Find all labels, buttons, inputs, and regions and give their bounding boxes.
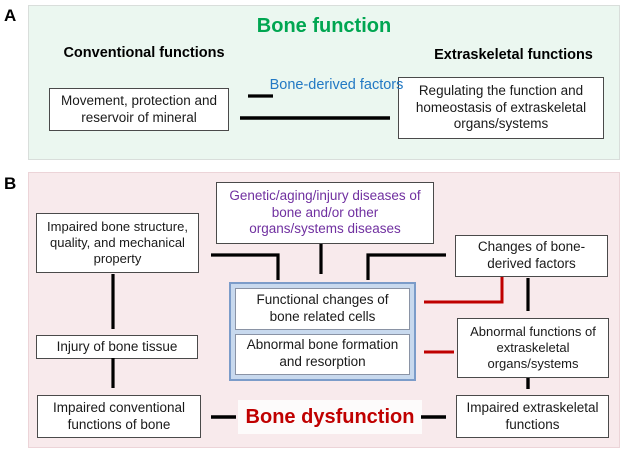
panel-a-label: A (4, 6, 17, 25)
abnormal-formation-box: Abnormal bone formation and resorption (235, 333, 410, 375)
changes-bone-derived-factors-box: Changes of bone-derived factors (455, 235, 608, 277)
injury-bone-tissue-box: Injury of bone tissue (36, 335, 198, 359)
movement-protection-box: Movement, protection and reservoir of mi… (49, 88, 229, 131)
abnormal-extraskeletal-functions-box: Abnormal functions of extraskeletal orga… (457, 318, 609, 378)
impaired-extraskeletal-box: Impaired extraskeletal functions (456, 395, 609, 438)
impaired-structure-box: Impaired bone structure, quality, and me… (36, 213, 199, 273)
bone-derived-factors-label: Bone-derived factors (269, 77, 404, 93)
functional-changes-box: Functional changes of bone related cells (235, 288, 410, 330)
bone-dysfunction-label: Bone dysfunction (238, 400, 422, 434)
regulating-homeostasis-box: Regulating the function and homeostasis … (398, 77, 604, 139)
panel-a-title: Bone function (256, 15, 392, 37)
bone-cells-container: Functional changes of bone related cells… (229, 282, 416, 381)
conventional-functions-heading: Conventional functions (63, 45, 225, 61)
panel-b: Genetic/aging/injury diseases of bone an… (28, 172, 620, 448)
impaired-conventional-box: Impaired conventional functions of bone (37, 395, 201, 438)
extraskeletal-functions-heading: Extraskeletal functions (434, 47, 593, 63)
diseases-box: Genetic/aging/injury diseases of bone an… (216, 182, 434, 244)
panel-b-label: B (4, 174, 17, 193)
panel-a: Bone function Conventional functions Ext… (28, 5, 620, 160)
